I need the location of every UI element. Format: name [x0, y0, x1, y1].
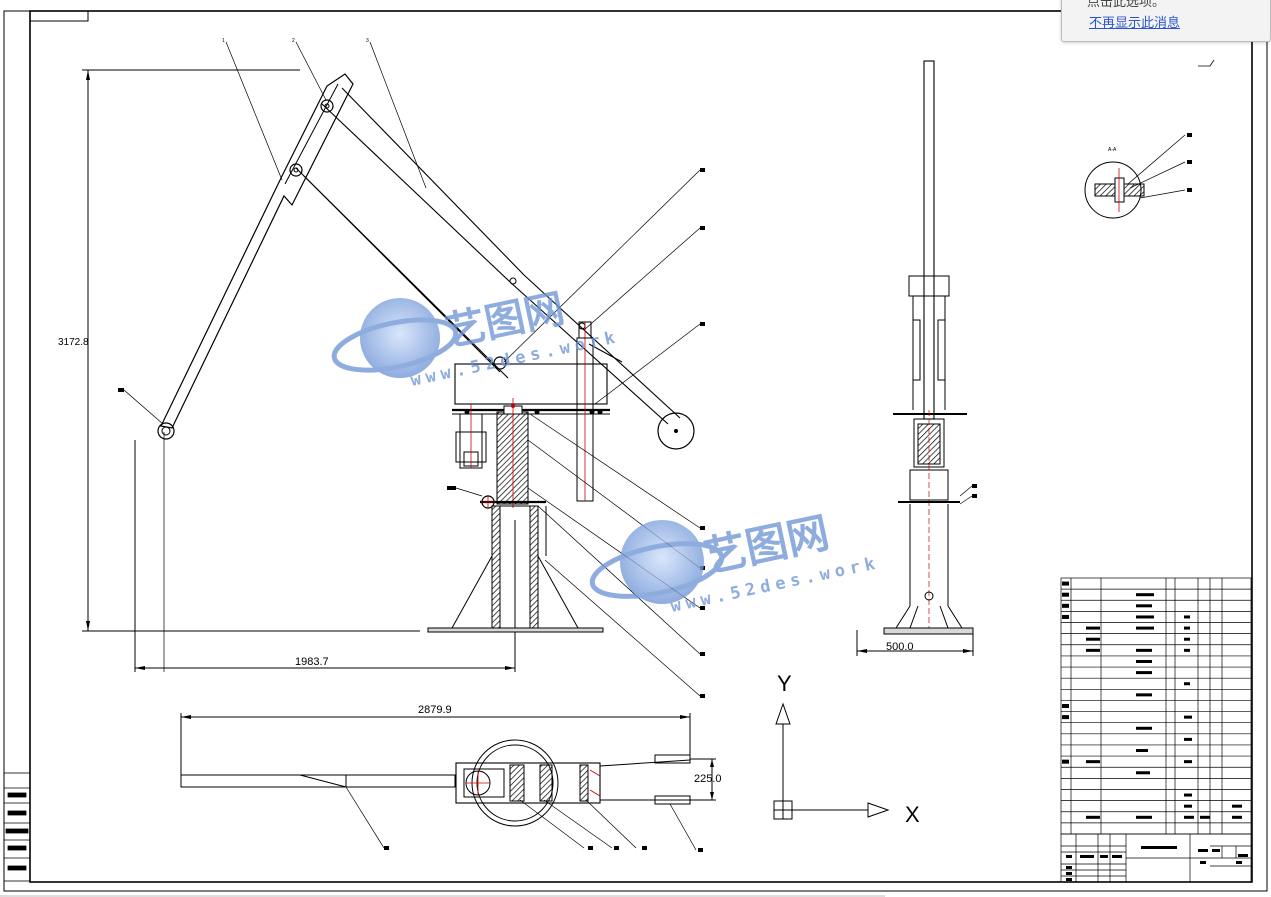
- parts-list-cell-mark: [1184, 760, 1192, 764]
- boom-arm: [160, 73, 354, 429]
- axis-symbol: [773, 702, 890, 820]
- watermark: 艺图网 www.52des.work: [589, 508, 882, 617]
- parts-list-cell-mark: [1184, 737, 1192, 741]
- counterweight: [657, 412, 695, 450]
- parts-list-cell-mark: [1184, 715, 1192, 719]
- axis-y-label: Y: [777, 671, 792, 696]
- parts-list-cell-mark: [1184, 637, 1190, 641]
- dimension-height-label: 3172.8: [58, 337, 89, 348]
- parts-list-cell-mark: [1086, 626, 1100, 630]
- parts-list-cell-mark: [1136, 615, 1154, 619]
- motor: [455, 404, 487, 469]
- leader-markers: [118, 168, 705, 698]
- parts-list-cell-mark: [1184, 648, 1190, 652]
- parts-list-cell-mark: [1136, 726, 1152, 730]
- side-view: [856, 60, 977, 656]
- parts-list-cell-mark: [1062, 614, 1069, 619]
- parts-list-cell-mark: [1086, 648, 1100, 652]
- main-elevation-view: [82, 41, 705, 698]
- parts-list-cell-mark: [1184, 615, 1190, 619]
- watermark-globe-icon: [331, 298, 459, 378]
- title-block-marks: [1066, 846, 1248, 881]
- section-label: A-A: [1108, 147, 1117, 153]
- parts-list-cell-mark: [1184, 804, 1192, 808]
- notification-popup: 点击此选项。 不再显示此消息: [1061, 0, 1271, 42]
- watermark-globe-icon: [589, 520, 725, 604]
- balloon-1: 1: [222, 38, 225, 44]
- parts-list-cell-mark: [1136, 648, 1152, 652]
- parts-list-cell-mark: [1200, 815, 1210, 819]
- parts-list-cell-mark: [1184, 626, 1190, 630]
- parts-list-cell-mark: [1136, 815, 1152, 819]
- sheet-frame: [0, 10, 1268, 897]
- parts-list-cell-mark: [1184, 793, 1192, 797]
- dont-show-again-link[interactable]: 不再显示此消息: [1089, 15, 1181, 30]
- parts-list-cell-mark: [1136, 659, 1152, 663]
- parts-list-cell-mark: [1062, 704, 1069, 708]
- balloon-2: 2: [292, 38, 295, 44]
- watermark: 艺图网 www.52des.work: [331, 286, 622, 391]
- parts-list: [1060, 577, 1252, 883]
- parts-list-cell-mark: [1086, 637, 1100, 641]
- parts-list-cell-mark: [1136, 671, 1152, 675]
- parts-list-cell-mark: [1062, 603, 1069, 608]
- column: [427, 505, 604, 633]
- axis-x-label: X: [905, 802, 920, 827]
- parts-list-cell-mark: [1062, 581, 1069, 586]
- parts-list-cell-mark: [1136, 771, 1150, 775]
- dimension-base-label: 500.0: [886, 641, 914, 653]
- leader-lines: [123, 41, 701, 697]
- link-rods: [295, 87, 681, 425]
- parts-list-cell-mark: [1184, 815, 1194, 819]
- hook: [157, 422, 175, 440]
- parts-list-cell-mark: [1232, 815, 1242, 819]
- parts-list-cell-mark: [1136, 604, 1152, 608]
- parts-list-cell-mark: [1062, 592, 1069, 597]
- parts-list-rows: [1061, 581, 1251, 824]
- plan-view: [180, 713, 716, 852]
- dimension-width-label: 225.0: [694, 773, 722, 785]
- parts-list-cell-mark: [1136, 626, 1154, 630]
- parts-list-cell-mark: [1232, 804, 1242, 808]
- dimension-reach-label: 1983.7: [295, 656, 329, 668]
- balloon-3: 3: [366, 38, 369, 44]
- parts-list-cell-mark: [1136, 749, 1148, 753]
- gear-column: [496, 398, 529, 508]
- dimension-top-label: 2879.9: [418, 704, 452, 716]
- parts-list-cell-mark: [1062, 715, 1069, 720]
- margin-stamp: [3, 772, 31, 882]
- parts-list-cell-mark: [1086, 815, 1100, 819]
- rotating-housing: [454, 363, 608, 405]
- parts-list-cell-mark: [1184, 682, 1190, 686]
- parts-list-cell-mark: [1136, 593, 1154, 597]
- parts-list-cell-mark: [1062, 759, 1069, 764]
- notification-text: 点击此选项。: [1087, 0, 1166, 9]
- guide-rail: [576, 321, 623, 502]
- parts-list-cell-mark: [1086, 760, 1100, 764]
- parts-list-cell-mark: [1136, 693, 1152, 697]
- section-detail: [1084, 59, 1215, 219]
